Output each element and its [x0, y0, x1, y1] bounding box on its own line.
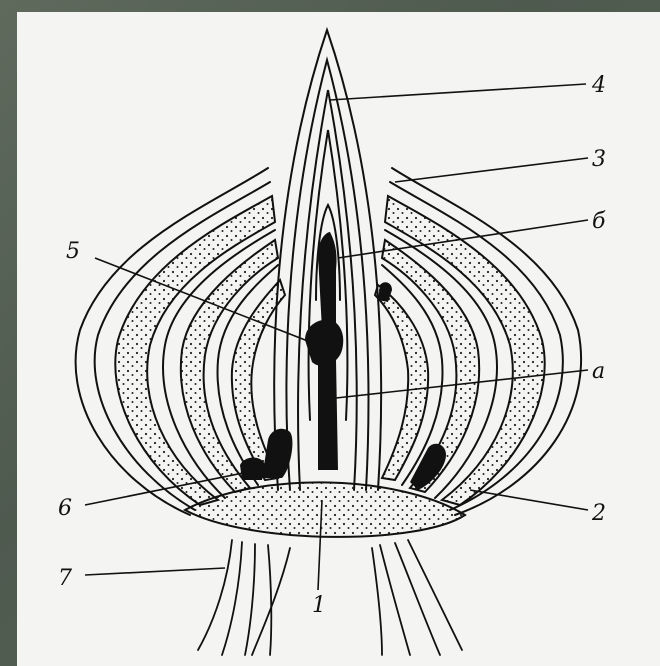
- lateral-bud-right: [410, 444, 446, 490]
- label-2: 2: [591, 501, 606, 526]
- label-7: 7: [58, 566, 72, 591]
- stem-a: [318, 360, 338, 470]
- label-b: б: [592, 209, 606, 234]
- growth-point-b: [318, 232, 337, 330]
- label-6: 6: [58, 496, 72, 521]
- label-1: 1: [312, 593, 326, 618]
- roots-7: [198, 540, 232, 650]
- label-5: 5: [66, 239, 80, 264]
- label-a: а: [592, 359, 605, 384]
- label-3: 3: [592, 147, 606, 172]
- label-4: 4: [591, 73, 606, 98]
